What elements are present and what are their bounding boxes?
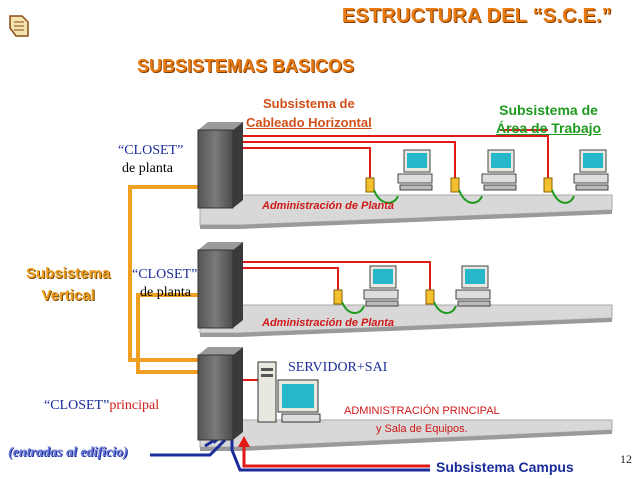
building-entrance-label: (entradas al edificio) bbox=[8, 445, 128, 460]
entrance-cable bbox=[150, 438, 227, 457]
patch-cords bbox=[341, 189, 575, 314]
closet-top-line1: “CLOSET” bbox=[118, 143, 184, 158]
horizontal-subsystem-label: Subsistema de Cableado Horizontal bbox=[246, 94, 372, 132]
horizontal-cabling-top bbox=[243, 129, 549, 180]
closet-mid-line2: de planta bbox=[140, 285, 191, 300]
horizontal-label-line1: Subsistema de bbox=[262, 96, 355, 111]
closet-middle-label: “CLOSET” de planta bbox=[132, 266, 197, 302]
page-number: 12 bbox=[620, 452, 632, 466]
campus-cable bbox=[230, 437, 430, 472]
pc-icon bbox=[363, 149, 609, 307]
vertical-line2: Vertical bbox=[41, 287, 95, 304]
closet-principal-quote: “CLOSET” bbox=[44, 398, 110, 413]
pointing-hand-icon bbox=[9, 15, 29, 37]
closet-top-line2: de planta bbox=[122, 161, 173, 176]
closet-principal-label: “CLOSET”principal bbox=[44, 398, 159, 414]
campus-cable-red bbox=[242, 445, 430, 468]
closet-top-label: “CLOSET” de planta bbox=[118, 142, 183, 178]
server-icon bbox=[257, 361, 321, 423]
admin-middle-label: Administración de Planta bbox=[262, 317, 395, 329]
floor-bottom bbox=[199, 419, 613, 451]
page-title: ESTRUCTURA DEL “S.C.E.” bbox=[341, 5, 612, 27]
work-area-line2: Área de Trabajo bbox=[496, 120, 602, 136]
server-label: SERVIDOR+SAI bbox=[288, 360, 388, 375]
floor-top bbox=[199, 194, 613, 229]
vertical-subsystem-label: Subsistema Vertical bbox=[26, 263, 110, 307]
vertical-line1: Subsistema bbox=[26, 265, 111, 282]
rack-top bbox=[197, 122, 243, 209]
work-area-line1: Subsistema de bbox=[499, 102, 598, 118]
page-subtitle: SUBSISTEMAS BASICOS bbox=[137, 56, 355, 76]
rack-bottom bbox=[197, 347, 243, 441]
admin-principal-label: ADMINISTRACIÓN PRINCIPAL y Sala de Equip… bbox=[344, 402, 500, 438]
closet-principal-word: principal bbox=[109, 398, 160, 413]
horizontal-label-line2: Cableado Horizontal bbox=[246, 115, 372, 130]
work-area-label: Subsistema de Área de Trabajo bbox=[496, 101, 601, 137]
closet-mid-line1: “CLOSET” bbox=[132, 267, 198, 282]
admin-top-label: Administración de Planta bbox=[262, 200, 395, 212]
admin-principal-line1: ADMINISTRACIÓN PRINCIPAL bbox=[344, 405, 500, 417]
admin-principal-line2: y Sala de Equipos. bbox=[375, 423, 468, 435]
rack-middle bbox=[197, 242, 243, 329]
campus-subsystem-label: Subsistema Campus bbox=[436, 459, 574, 475]
horizontal-cabling-middle bbox=[243, 261, 431, 292]
outlet-icon bbox=[333, 177, 553, 305]
campus-arrow bbox=[238, 436, 250, 447]
